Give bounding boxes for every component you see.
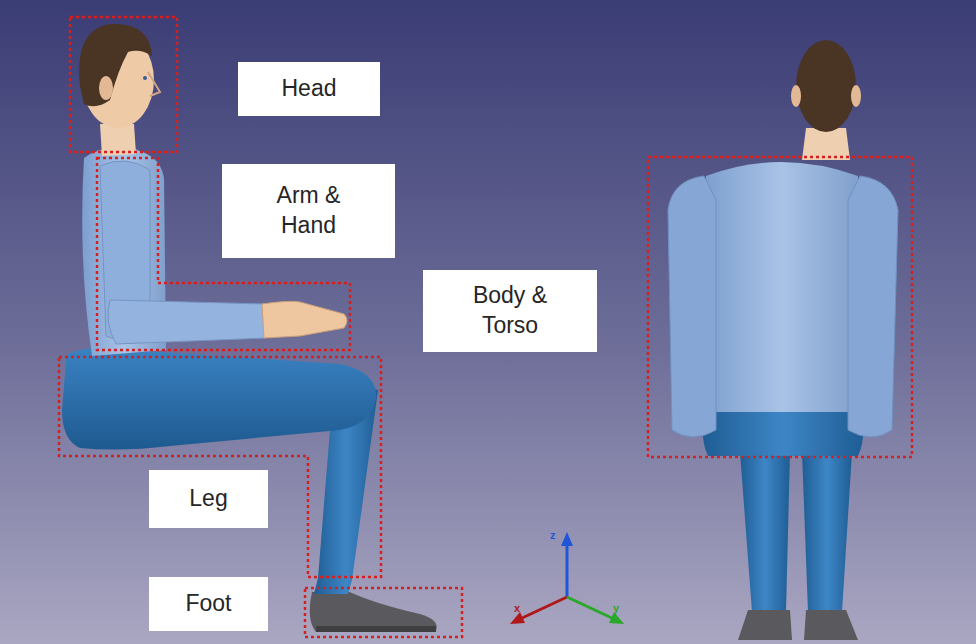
label-box: Foot: [149, 577, 268, 631]
axis-label: y: [613, 603, 619, 614]
right-leg: [802, 452, 852, 612]
part-label: Leg: [189, 484, 227, 514]
z-axis: [566, 542, 569, 597]
region-outlines: [59, 17, 912, 637]
part-label: Arm & Hand: [254, 181, 364, 241]
label-box: Leg: [149, 470, 268, 528]
x-axis: [520, 597, 567, 619]
y-axis: [567, 597, 614, 619]
axis-label: z: [550, 530, 556, 541]
ear: [99, 76, 113, 100]
right-arm: [848, 176, 898, 437]
leg-region: [59, 357, 381, 577]
z-arrowhead: [561, 532, 573, 546]
ear: [791, 85, 801, 107]
ear: [851, 85, 861, 107]
label-box: Head: [238, 62, 380, 116]
thigh: [62, 348, 376, 450]
rear-view: [668, 40, 898, 640]
neck: [802, 128, 850, 160]
shoe: [310, 590, 437, 632]
axis-label: x: [514, 603, 520, 614]
forearm: [108, 300, 266, 344]
label-box: Arm & Hand: [222, 164, 395, 258]
left-leg: [740, 452, 790, 612]
part-label: Head: [282, 74, 337, 104]
part-label: Body & Torso: [445, 281, 575, 341]
eye: [143, 76, 147, 80]
label-box: Body & Torso: [423, 270, 597, 352]
head-region: [70, 17, 177, 152]
hair: [79, 24, 152, 106]
foot-region: [305, 588, 462, 637]
right-shoe: [804, 610, 858, 640]
left-arm: [668, 176, 716, 437]
part-label: Foot: [185, 589, 231, 619]
shoe-sole: [316, 626, 436, 632]
back: [704, 162, 860, 412]
nose: [148, 72, 160, 96]
axis-triad: [510, 532, 624, 624]
hair: [796, 40, 856, 132]
hand: [262, 301, 347, 338]
left-shoe: [738, 610, 792, 640]
body-region: [648, 157, 912, 457]
seat: [703, 410, 864, 456]
